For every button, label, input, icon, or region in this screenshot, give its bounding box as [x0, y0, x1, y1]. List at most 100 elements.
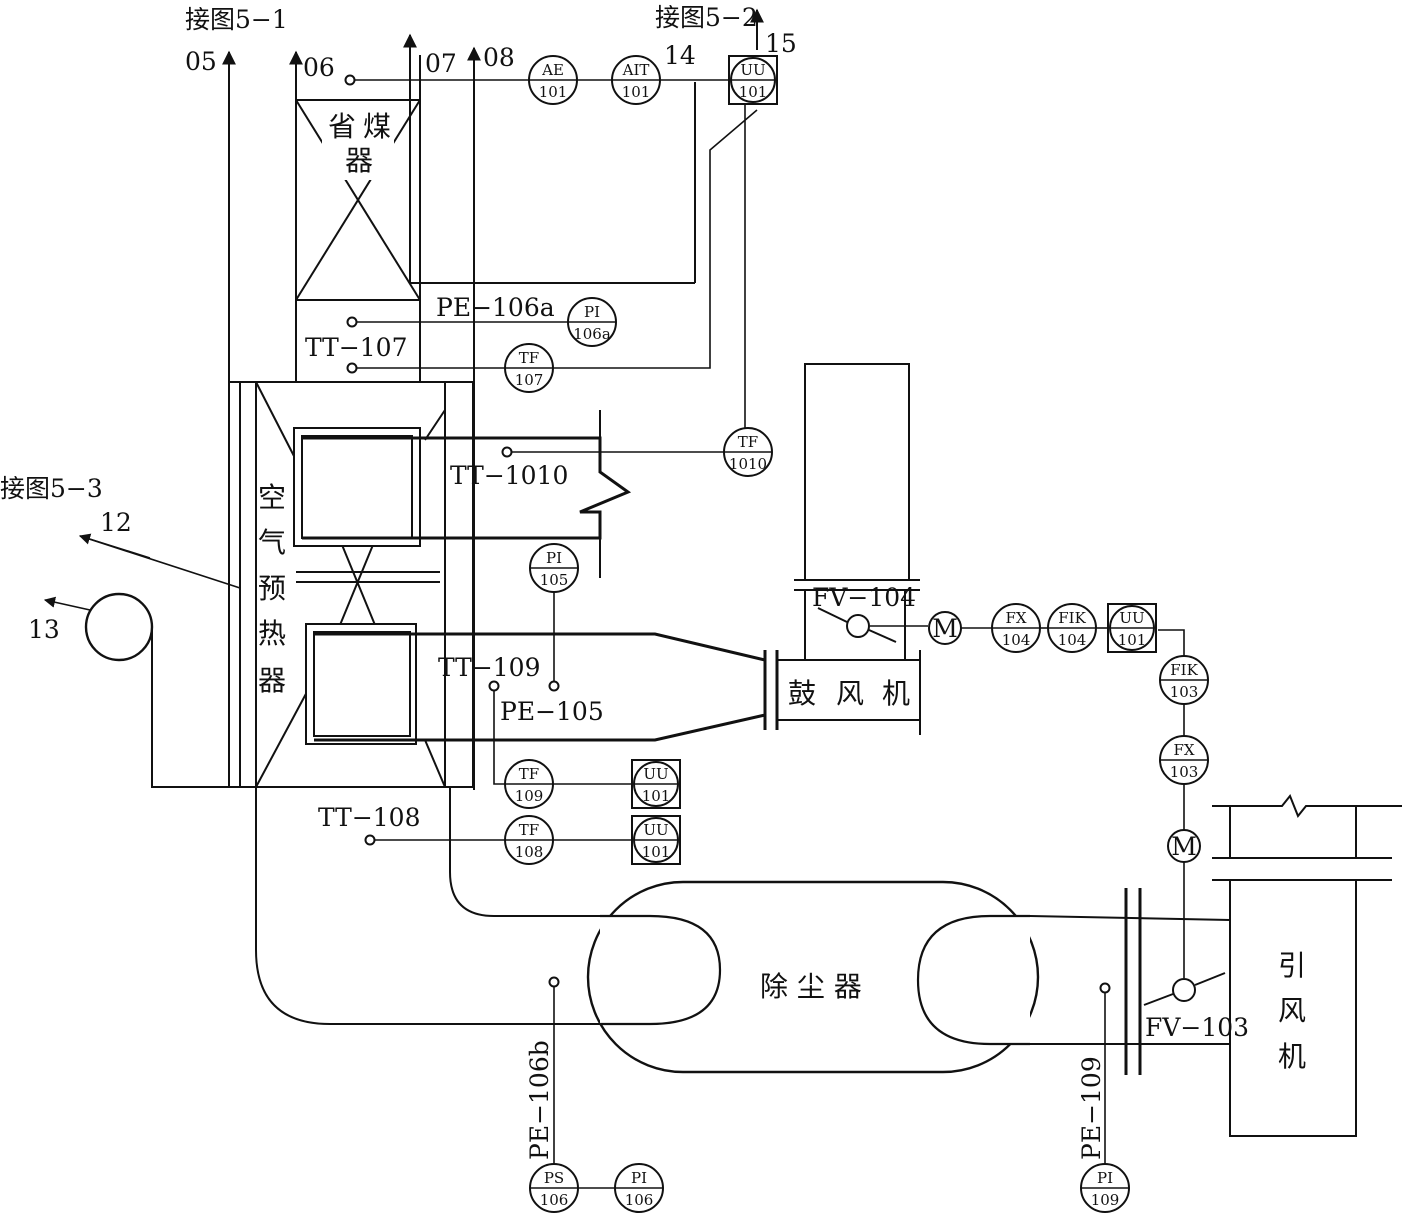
- pi109-number: 109: [1091, 1191, 1120, 1209]
- economizer-label-1: 省: [328, 110, 356, 143]
- instrument-uu101-top: UU 101: [728, 55, 778, 105]
- damper-fv104: [817, 607, 897, 643]
- air-preheater-label-2: 气: [258, 526, 286, 559]
- blower: [776, 363, 921, 735]
- stream-05: 05: [185, 47, 217, 76]
- uu101-top-tag: UU: [740, 61, 765, 79]
- pi106a-number: 106a: [573, 325, 611, 343]
- motor-induced-fan: M: [1167, 829, 1201, 863]
- pi106a-tag: PI: [584, 303, 600, 321]
- tag-tt107: TT−107: [305, 333, 407, 362]
- fik104-tag: FIK: [1058, 609, 1086, 627]
- pi106-number: 106: [625, 1191, 654, 1209]
- motor-blower-label: M: [932, 614, 958, 643]
- induced-fan-label-1: 引: [1278, 949, 1306, 982]
- stream-13: 13: [28, 615, 60, 644]
- pi105-tag: PI: [546, 549, 562, 567]
- ae101-number: 101: [539, 83, 568, 101]
- induced-fan-label-2: 风: [1278, 994, 1306, 1027]
- fx103-tag: FX: [1173, 741, 1194, 759]
- instrument-uu101-108: UU 101: [631, 815, 681, 865]
- stream-07: 07: [425, 49, 457, 78]
- tag-tt109: TT−109: [438, 653, 540, 682]
- blower-label-1: 鼓: [788, 677, 816, 710]
- tf109-tag: TF: [519, 765, 539, 783]
- induced-fan-label-3: 机: [1278, 1040, 1306, 1073]
- instrument-fx104: FX 104: [991, 603, 1041, 653]
- fik103-number: 103: [1170, 683, 1199, 701]
- uu101-109-number: 101: [642, 787, 671, 805]
- pi109-tag: PI: [1097, 1169, 1113, 1187]
- instrument-ait101: AIT 101: [611, 55, 661, 105]
- fik103-tag: FIK: [1170, 661, 1198, 679]
- pump-13: [84, 592, 154, 662]
- connection-fig-5-1: 接图5−1: [185, 5, 288, 34]
- uu101-108-number: 101: [642, 843, 671, 861]
- damper-fv103: [1143, 972, 1226, 1006]
- ait101-tag: AIT: [622, 61, 650, 79]
- tf109-number: 109: [515, 787, 544, 805]
- fik104-number: 104: [1058, 631, 1087, 649]
- fx103-number: 103: [1170, 763, 1199, 781]
- uu101-108-tag: UU: [643, 821, 668, 839]
- tag-fv103: FV−103: [1145, 1013, 1249, 1042]
- ps106-number: 106: [540, 1191, 569, 1209]
- tf107-tag: TF: [519, 349, 539, 367]
- tf107-number: 107: [515, 371, 544, 389]
- uu101-fan-number: 101: [1118, 631, 1147, 649]
- air-preheater-label-1: 空: [258, 481, 286, 514]
- pi106-tag: PI: [631, 1169, 647, 1187]
- air-preheater-label-3: 预: [258, 572, 286, 605]
- instrument-pi106: PI 106: [614, 1163, 664, 1213]
- uu101-top-number: 101: [739, 83, 768, 101]
- cold-air-duct: [305, 623, 779, 745]
- stream-12: 12: [100, 508, 132, 537]
- air-preheater: [228, 381, 474, 788]
- connection-fig-5-2: 接图5−2: [655, 3, 758, 32]
- economizer-label-3: 器: [345, 144, 373, 177]
- instrument-tf109: TF 109: [504, 759, 554, 809]
- economizer-label-2: 煤: [363, 110, 391, 143]
- tf108-tag: TF: [519, 821, 539, 839]
- fx104-number: 104: [1002, 631, 1031, 649]
- motor-induced-fan-label: M: [1171, 832, 1197, 861]
- motor-blower: M: [928, 611, 962, 645]
- tag-fv104: FV−104: [812, 583, 916, 612]
- instrument-pi105: PI 105: [529, 543, 579, 593]
- tag-pe106b: PE−106b: [525, 1040, 554, 1160]
- tag-pe106a: PE−106a: [436, 293, 555, 322]
- instrument-fik103: FIK 103: [1159, 655, 1209, 705]
- induced-fan: [1212, 794, 1402, 1137]
- uu101-fan-tag: UU: [1119, 609, 1144, 627]
- instrument-uu101-109: UU 101: [631, 759, 681, 809]
- instrument-fik104: FIK 104: [1047, 603, 1097, 653]
- tag-tt108: TT−108: [318, 803, 420, 832]
- tag-tt1010: TT−1010: [450, 461, 568, 490]
- hot-air-duct: [293, 410, 632, 578]
- ae101-tag: AE: [541, 61, 564, 79]
- instrument-fx103: FX 103: [1159, 735, 1209, 785]
- blower-label-2: 风: [836, 677, 864, 710]
- ait101-number: 101: [622, 83, 651, 101]
- stream-15: 15: [765, 29, 797, 58]
- instrument-ae101: AE 101: [528, 55, 578, 105]
- pi105-number: 105: [540, 571, 569, 589]
- dust-collector: [586, 880, 1040, 1074]
- instrument-tf108: TF 108: [504, 815, 554, 865]
- economizer: [295, 99, 421, 382]
- tf1010-tag: TF: [738, 433, 758, 451]
- stream-14: 14: [664, 41, 696, 70]
- instrument-tf107: TF 107: [504, 343, 554, 393]
- fx104-tag: FX: [1005, 609, 1026, 627]
- dust-collector-label: 除 尘 器: [760, 970, 862, 1003]
- stream-08: 08: [483, 43, 515, 72]
- uu101-109-tag: UU: [643, 765, 668, 783]
- air-preheater-label-5: 器: [258, 664, 286, 697]
- instrument-uu101-fan: UU 101: [1107, 603, 1157, 653]
- ps106-tag: PS: [544, 1169, 564, 1187]
- tf108-number: 108: [515, 843, 544, 861]
- stream-06: 06: [303, 53, 335, 82]
- tag-pe105: PE−105: [500, 697, 604, 726]
